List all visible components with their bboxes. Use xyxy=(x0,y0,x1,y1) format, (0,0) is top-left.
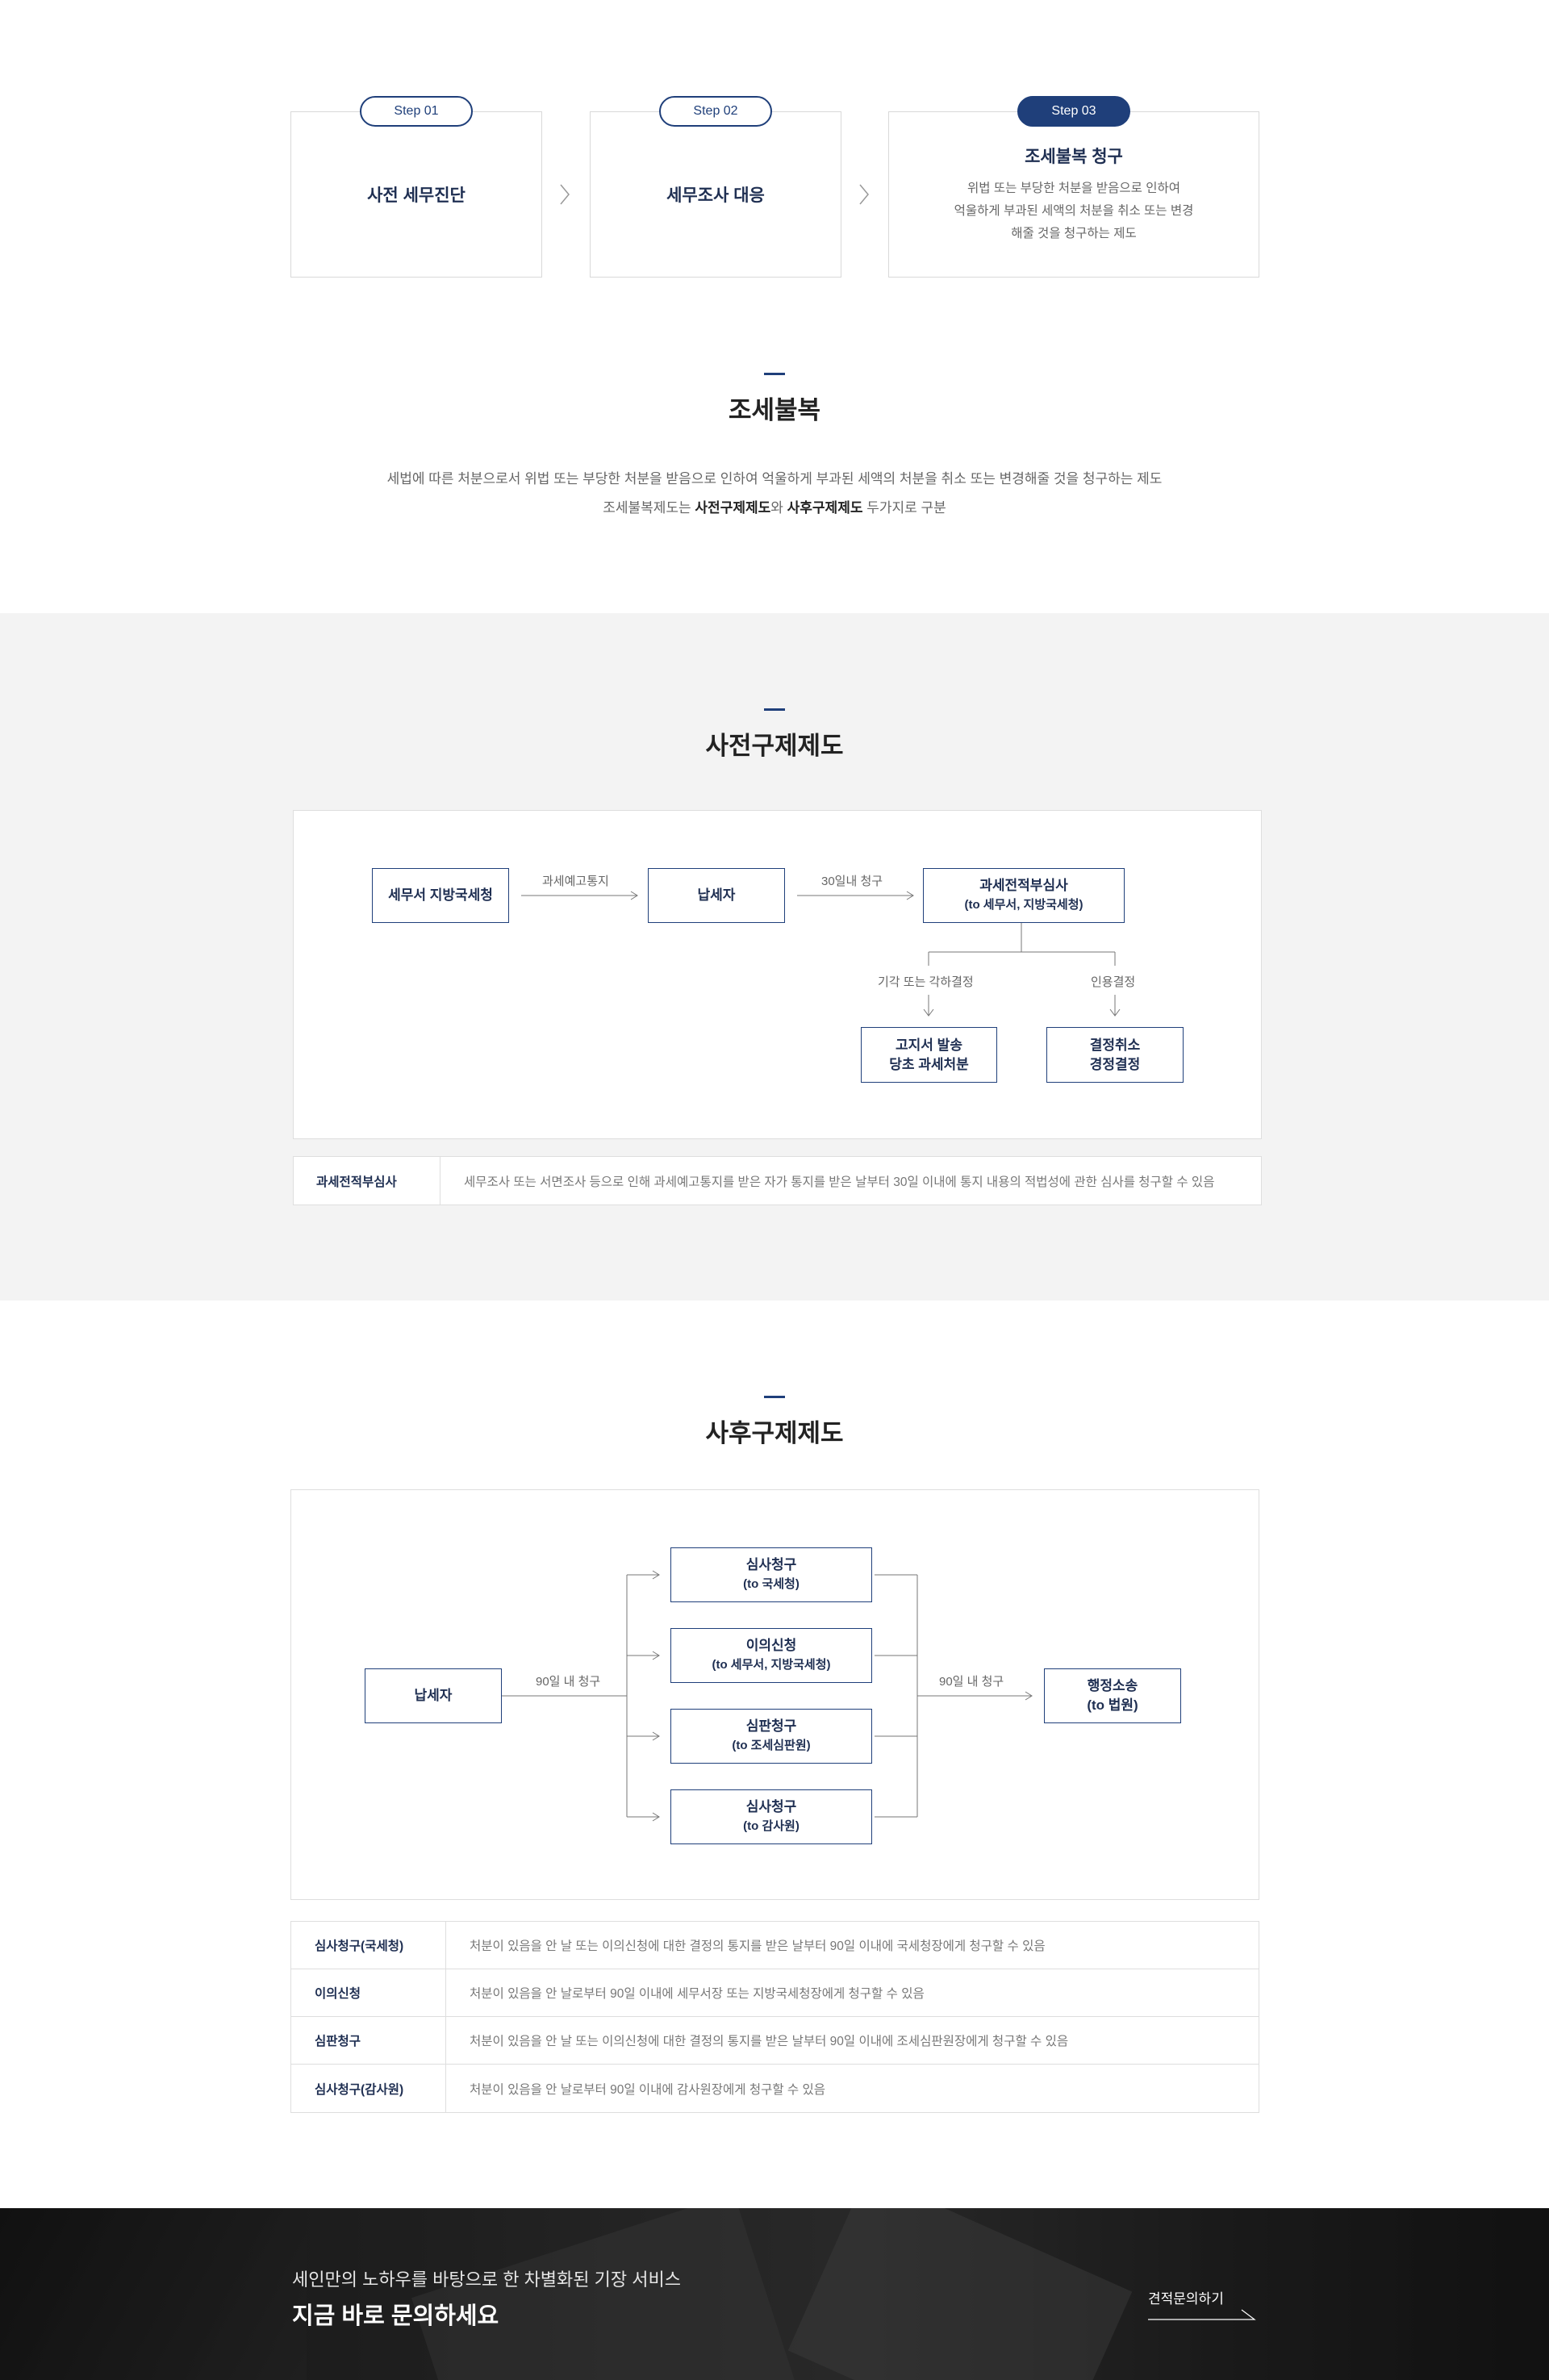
box-line: (to 세무서, 지방국세청) xyxy=(964,898,1083,912)
table-key: 심사청구(국세청) xyxy=(291,1922,446,1969)
banner-title: 지금 바로 문의하세요 xyxy=(292,2303,499,2329)
intro-text-span: 와 xyxy=(770,500,787,516)
box-line: 당초 과세처분 xyxy=(889,1056,969,1072)
claim-30days-label: 30일내 청구 xyxy=(821,875,883,888)
box-line: 행정소송 xyxy=(1087,1678,1138,1693)
pre-review-box: 과세전적부심사 (to 세무서, 지방국세청) xyxy=(923,868,1125,923)
result-notice-box: 고지서 발송 당초 과세처분 xyxy=(861,1027,997,1083)
step-desc-line: 해줄 것을 청구하는 제도 xyxy=(1011,227,1137,240)
box-line: (to 국세청) xyxy=(743,1577,800,1591)
table-row: 과세전적부심사 세무조사 또는 서면조사 등으로 인해 과세예고통지를 받은 자… xyxy=(294,1157,1261,1205)
section-title: 사전구제제도 xyxy=(705,732,844,760)
lawsuit-box: 행정소송 (to 법원) xyxy=(1044,1668,1181,1723)
reject-label: 기각 또는 각하결정 xyxy=(878,975,974,989)
post-flow-panel: 납세자 90일 내 청구 심사청구 (to 국세청) 이의신청 (to 세무서,… xyxy=(290,1489,1259,1900)
step-badge: Step 01 xyxy=(360,96,473,127)
post-info-table: 심사청구(국세청) 처분이 있음을 안 날 또는 이의신청에 대한 결정의 통지… xyxy=(290,1921,1259,2113)
table-value: 처분이 있음을 안 날 또는 이의신청에 대한 결정의 통지를 받은 날부터 9… xyxy=(470,1939,1046,1953)
claim-90days-label: 90일 내 청구 xyxy=(939,1675,1004,1689)
box-line: (to 조세심판원) xyxy=(732,1739,811,1752)
box-line: 이의신청 xyxy=(745,1638,797,1653)
step-badge-active: Step 03 xyxy=(1017,96,1130,127)
pre-remedy-section: 사전구제제도 세무서 지방국세청 과세예고통지 납세자 30일내 청구 xyxy=(0,613,1549,1301)
step-card-2[interactable]: Step 02 세무조사 대응 xyxy=(590,96,841,278)
intro-line-1: 세법에 따른 처분으로서 위법 또는 부당한 처분을 받음으로 인하여 억울하게… xyxy=(386,471,1163,486)
section-head: 사후구제제도 xyxy=(0,1396,1549,1449)
step-title: 세무조사 대응 xyxy=(666,186,765,205)
post-remedy-section: 사후구제제도 납세자 90일 내 청구 심사청구 ( xyxy=(0,1301,1549,2208)
flow-connectors xyxy=(432,1570,1033,1822)
review-audit-box: 심사청구 (to 감사원) xyxy=(670,1789,872,1844)
intro-bold-pre: 사전구제제도 xyxy=(695,500,771,516)
title-dash xyxy=(764,708,785,711)
title-dash xyxy=(764,373,785,375)
intro-bold-post: 사후구제제도 xyxy=(787,500,863,516)
section-title: 사후구제제도 xyxy=(705,1419,844,1447)
box-line: 경정결정 xyxy=(1089,1056,1141,1072)
intro-line-2: 조세불복제도는 사전구제제도와 사후구제제도 두가지로 구분 xyxy=(0,494,1549,523)
table-row: 심판청구 처분이 있음을 안 날 또는 이의신청에 대한 결정의 통지를 받은 … xyxy=(291,2017,1259,2065)
table-row: 이의신청 처분이 있음을 안 날로부터 90일 이내에 세무서장 또는 지방국세… xyxy=(291,1969,1259,2017)
intro-text-span: 조세불복제도는 xyxy=(603,500,695,516)
table-row: 심사청구(국세청) 처분이 있음을 안 날 또는 이의신청에 대한 결정의 통지… xyxy=(291,1922,1259,1969)
box-line: 심사청구 xyxy=(745,1799,797,1814)
box-line: (to 감사원) xyxy=(743,1819,800,1833)
intro-text: 세법에 따른 처분으로서 위법 또는 부당한 처분을 받음으로 인하여 억울하게… xyxy=(0,465,1549,523)
box-line: 결정취소 xyxy=(1089,1037,1141,1053)
intro-text-span: 두가지로 구분 xyxy=(862,500,946,516)
objection-box: 이의신청 (to 세무서, 지방국세청) xyxy=(670,1628,872,1683)
notice-label: 과세예고통지 xyxy=(542,875,609,888)
box-line: 고지서 발송 xyxy=(896,1037,962,1053)
title-dash xyxy=(764,1396,785,1398)
table-key: 이의신청 xyxy=(291,1969,446,2016)
table-row: 심사청구(감사원) 처분이 있음을 안 날로부터 90일 이내에 감사원장에게 … xyxy=(291,2065,1259,2112)
box-line: (to 법원) xyxy=(1087,1697,1138,1713)
banner-overlay xyxy=(0,2208,1549,2380)
step-card-3[interactable]: Step 03 조세불복 청구 위법 또는 부당한 처분을 받음으로 인하여 억… xyxy=(888,96,1259,278)
step-title: 조세불복 청구 xyxy=(1025,148,1123,166)
tribunal-box: 심판청구 (to 조세심판원) xyxy=(670,1709,872,1764)
claim-90days-label: 90일 내 청구 xyxy=(536,1675,601,1689)
section-head: 사전구제제도 xyxy=(0,708,1549,762)
chevron-right-icon xyxy=(859,184,869,205)
background-photo xyxy=(0,2208,307,2380)
steps-section: Step 01 사전 세무진단 Step 02 세무조사 대응 Step 03 … xyxy=(0,0,1549,323)
table-value: 처분이 있음을 안 날로부터 90일 이내에 세무서장 또는 지방국세청장에게 … xyxy=(470,1987,925,2001)
section-title: 조세불복 xyxy=(728,396,821,424)
result-cancel-box: 결정취소 경정결정 xyxy=(1046,1027,1184,1083)
tax-office-box: 세무서 지방국세청 xyxy=(372,868,509,923)
taxpayer-box: 납세자 xyxy=(648,868,785,923)
pre-flow-panel: 세무서 지방국세청 과세예고통지 납세자 30일내 청구 과세전적부심사 (to… xyxy=(293,810,1262,1139)
review-nts-box: 심사청구 (to 국세청) xyxy=(670,1547,872,1602)
table-value: 처분이 있음을 안 날 또는 이의신청에 대한 결정의 통지를 받은 날부터 9… xyxy=(470,2035,1069,2048)
flow-connectors xyxy=(521,891,1121,1017)
box-line: 심사청구 xyxy=(745,1557,797,1572)
table-key: 심사청구(감사원) xyxy=(291,2065,446,2112)
estimate-inquiry-link[interactable]: 견적문의하기 xyxy=(1148,2291,1224,2307)
chevron-right-icon xyxy=(560,184,570,205)
step-desc-line: 위법 또는 부당한 처분을 받음으로 인하여 xyxy=(967,182,1180,195)
step-title: 사전 세무진단 xyxy=(367,186,466,205)
table-key: 과세전적부심사 xyxy=(294,1157,440,1205)
step-description: 위법 또는 부당한 처분을 받음으로 인하여 억울하게 부과된 세액의 처분을 … xyxy=(954,177,1194,245)
table-value: 세무조사 또는 서면조사 등으로 인해 과세예고통지를 받은 자가 통지를 받은… xyxy=(464,1175,1215,1189)
table-value: 처분이 있음을 안 날로부터 90일 이내에 감사원장에게 청구할 수 있음 xyxy=(470,2082,826,2097)
contact-banner: 세인만의 노하우를 바탕으로 한 차별화된 기장 서비스 지금 바로 문의하세요… xyxy=(0,2208,1549,2380)
accept-label: 인용결정 xyxy=(1091,975,1136,989)
intro-section: 조세불복 세법에 따른 처분으로서 위법 또는 부당한 처분을 받음으로 인하여… xyxy=(0,323,1549,613)
taxpayer-box: 납세자 xyxy=(365,1668,502,1723)
pre-info-table: 과세전적부심사 세무조사 또는 서면조사 등으로 인해 과세예고통지를 받은 자… xyxy=(293,1156,1262,1205)
arrow-right-icon[interactable] xyxy=(1148,2308,1259,2324)
box-line: 과세전적부심사 xyxy=(979,878,1068,893)
table-key: 심판청구 xyxy=(291,2017,446,2064)
step-card-1[interactable]: Step 01 사전 세무진단 xyxy=(290,96,542,278)
step-desc-line: 억울하게 부과된 세액의 처분을 취소 또는 변경 xyxy=(954,204,1194,218)
box-line: 심판청구 xyxy=(745,1718,797,1734)
box-line: (to 세무서, 지방국세청) xyxy=(712,1658,831,1672)
banner-subtitle: 세인만의 노하우를 바탕으로 한 차별화된 기장 서비스 xyxy=(292,2269,681,2290)
step-badge: Step 02 xyxy=(659,96,772,127)
